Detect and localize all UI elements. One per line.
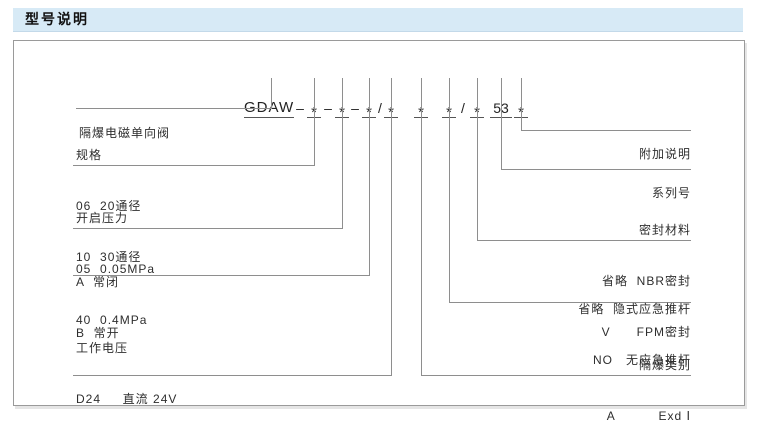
label-group-spec: 规格 06 20通径 10 30通径 (76, 113, 141, 300)
label-group-seal-material: 密封材料 省略 NBR密封 V FPM密封 (602, 188, 691, 375)
model-code-diagram: GDAW – * – * – * / * * * / * 53 * (13, 40, 745, 423)
label-line: 40 0.4MPa (76, 313, 148, 327)
label-line: 工作电压 (76, 341, 129, 355)
connector-line (501, 78, 502, 169)
model-code-slash: / (461, 100, 465, 116)
label-line: 附加说明 (638, 147, 691, 161)
label-line: A 常闭 (76, 275, 120, 289)
label-line: NO 无应急推杆 (592, 353, 691, 367)
label-group-additional-note: 附加说明 (639, 112, 691, 197)
connector-line (477, 240, 691, 241)
connector-line (342, 78, 343, 228)
label-group-working-voltage: 工作电压 D24 直流 24V B127 交流127V 本整 B220 交流 2… (76, 306, 209, 435)
label-line: V FPM密封 (601, 325, 691, 339)
section-header: 型号说明 (13, 8, 743, 32)
model-code-separator: – (324, 100, 332, 116)
label-line: 省略 NBR密封 (601, 274, 691, 288)
model-code-prefix: GDAW (244, 99, 295, 118)
label-line: A Exd Ⅰ (606, 409, 691, 423)
section-title: 型号说明 (25, 11, 89, 27)
label-line: B 常开 (76, 326, 120, 340)
connector-line (501, 169, 691, 170)
label-line: D24 直流 24V (76, 392, 178, 406)
connector-line (369, 78, 370, 275)
connector-line (76, 108, 272, 109)
connector-line (391, 78, 392, 375)
label-group-opening-pressure: 开启压力 05 0.05MPa 40 0.4MPa (76, 176, 155, 363)
connector-line (449, 302, 691, 303)
model-code-separator: – (351, 100, 359, 116)
connector-line (421, 78, 422, 375)
label-line: 05 0.05MPa (76, 262, 156, 276)
connector-line (73, 275, 370, 276)
connector-line (521, 130, 691, 131)
label-group-valve-name: 隔爆电磁单向阀 (79, 91, 170, 176)
connector-line (314, 78, 315, 165)
connector-line (271, 78, 272, 108)
label-group-function: A 常闭 B 常开 (76, 240, 120, 376)
connector-line (73, 228, 343, 229)
model-code-slash: / (378, 100, 382, 116)
connector-line (449, 78, 450, 302)
label-line: 10 30通径 (76, 250, 142, 264)
label-group-emergency-pushrod: 省略 隐式应急推杆 NO 无应急推杆 (578, 267, 691, 403)
label-line: 规格 (76, 148, 103, 162)
connector-line (73, 165, 315, 166)
connector-line (477, 78, 478, 240)
label-group-series-number: 系列号 (652, 151, 691, 236)
label-line: 密封材料 (638, 223, 691, 237)
label-line: 系列号 (651, 186, 691, 200)
label-line: 开启压力 (76, 211, 129, 225)
label-line: 06 20通径 (76, 199, 142, 213)
label-line: 省略 隐式应急推杆 (578, 302, 691, 316)
connector-line (421, 375, 691, 376)
label-line: 隔爆类别 (638, 358, 691, 372)
connector-line (521, 78, 522, 130)
model-code-separator: – (296, 100, 304, 116)
label-group-explosion-proof-class: 隔爆类别 A Exd Ⅰ C Exd ⅡC T4 (607, 323, 691, 435)
label-line: 隔爆电磁单向阀 (79, 126, 171, 140)
connector-line (73, 375, 392, 376)
